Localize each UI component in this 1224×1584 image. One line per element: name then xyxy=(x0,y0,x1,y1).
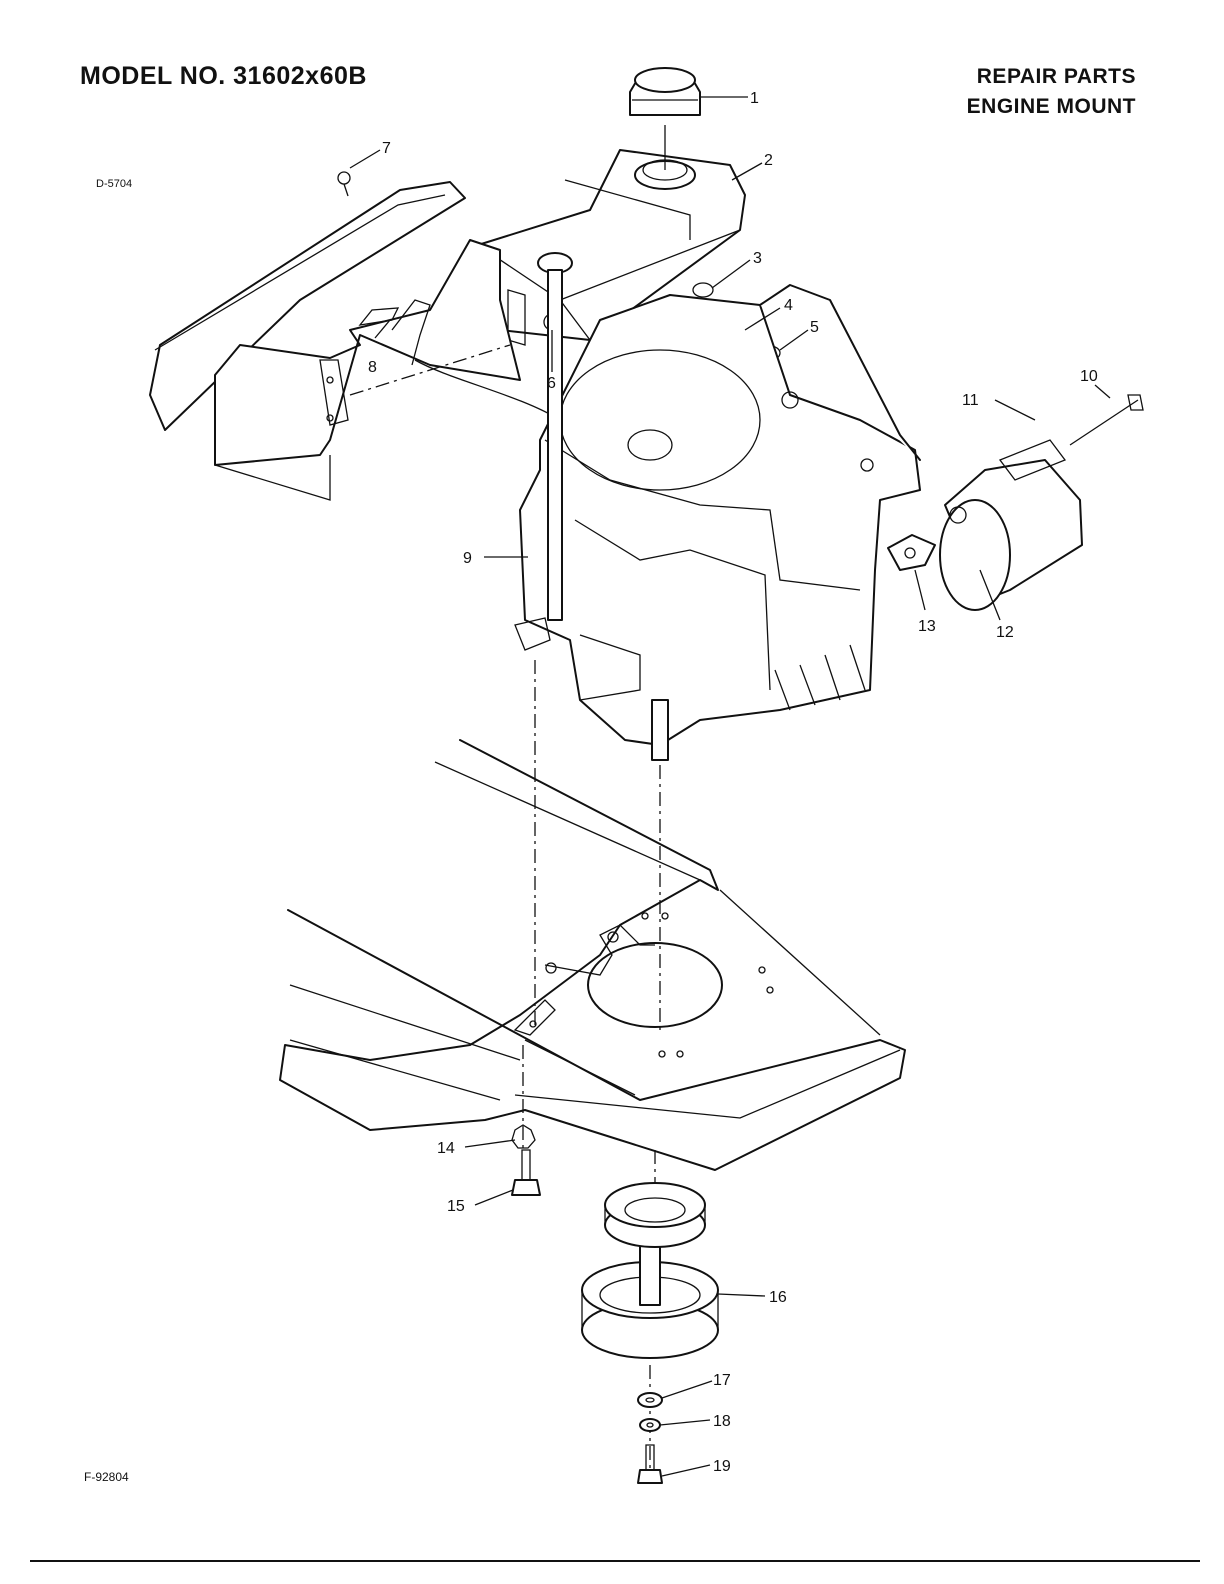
lock-washer xyxy=(511,1124,536,1149)
mount-alignment-line xyxy=(349,344,511,396)
hex-bolt xyxy=(511,1149,541,1196)
callout-12: 12 xyxy=(996,624,1014,641)
callout-10: 10 xyxy=(1080,368,1098,385)
callout-9: 9 xyxy=(463,550,472,567)
callout-3: 3 xyxy=(753,250,762,267)
callout-17: 17 xyxy=(713,1372,731,1389)
bottom-rule xyxy=(30,1560,1200,1562)
page-title: REPAIR PARTS ENGINE MOUNT xyxy=(967,62,1136,122)
callout-7: 7 xyxy=(382,140,391,157)
throttle-cable xyxy=(414,359,561,421)
model-number: MODEL NO. 31602x60B xyxy=(80,62,367,90)
muffler xyxy=(939,394,1144,611)
title-line-2: ENGINE MOUNT xyxy=(966,95,1136,118)
engine-shroud xyxy=(149,171,521,501)
fuel-cap xyxy=(629,67,701,170)
callout-18: 18 xyxy=(713,1413,731,1430)
lock-washer-lower xyxy=(639,1418,661,1432)
callout-5: 5 xyxy=(810,319,819,336)
callout-11: 11 xyxy=(962,392,979,409)
callout-6: 6 xyxy=(547,375,556,392)
callout-19: 19 xyxy=(713,1458,731,1475)
hex-bolt-lower xyxy=(637,1444,663,1484)
flat-washer xyxy=(637,1392,663,1408)
callout-1: 1 xyxy=(750,90,759,107)
engine xyxy=(519,284,921,761)
drawing-code: D-5704 xyxy=(96,178,133,190)
muffler-gasket xyxy=(887,534,936,571)
callout-4: 4 xyxy=(784,297,793,314)
callout-8: 8 xyxy=(368,359,377,376)
callout-13: 13 xyxy=(918,618,936,635)
callout-15: 15 xyxy=(447,1198,465,1215)
figure-code: F-92804 xyxy=(84,1470,129,1484)
mower-deck xyxy=(279,739,906,1171)
title-line-1: REPAIR PARTS xyxy=(976,65,1136,88)
leader-lines xyxy=(349,96,1111,1477)
callout-2: 2 xyxy=(764,152,773,169)
callout-16: 16 xyxy=(769,1289,787,1306)
callout-numbers: 1 2 3 4 5 6 7 8 9 10 11 12 13 14 15 16 1… xyxy=(368,90,1098,1475)
pulley xyxy=(581,1182,719,1359)
callout-14: 14 xyxy=(437,1140,455,1157)
